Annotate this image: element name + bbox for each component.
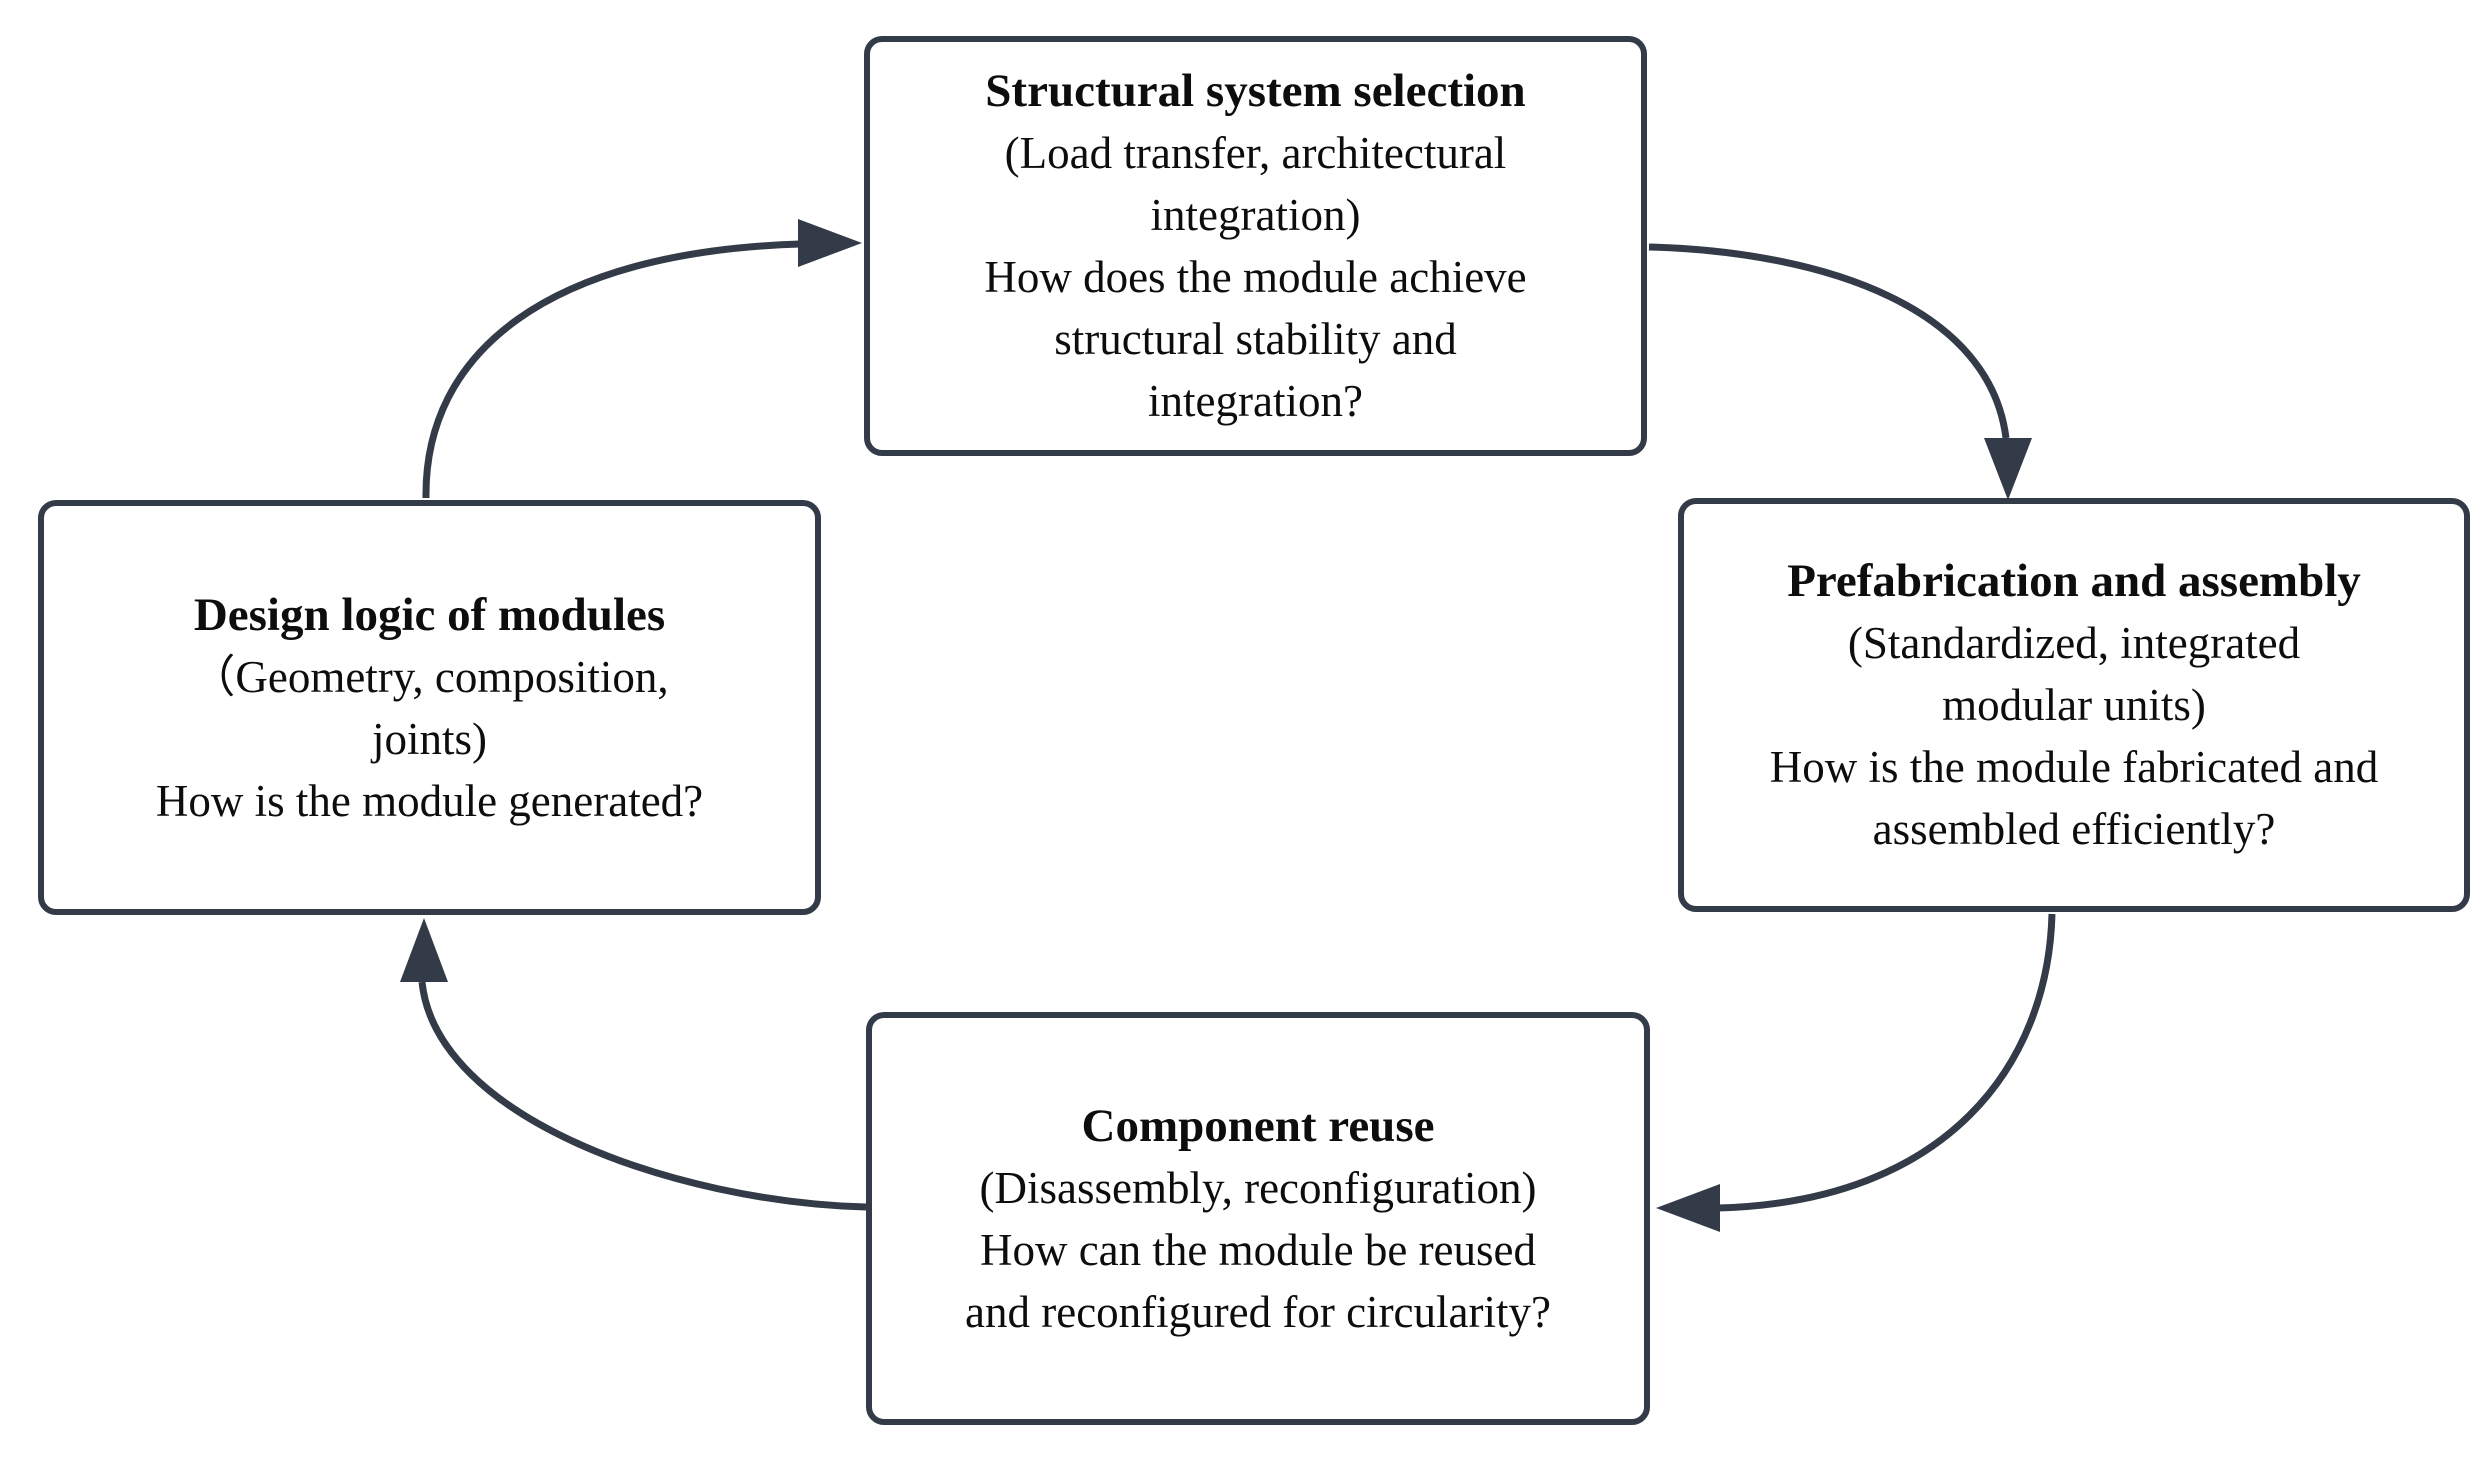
arrowhead-left-icon	[1656, 1184, 1720, 1232]
node-prefabrication-and-assembly: Prefabrication and assembly (Standardize…	[1678, 498, 2470, 912]
node-component-reuse: Component reuse (Disassembly, reconfigur…	[866, 1012, 1650, 1425]
arrowhead-up-icon	[400, 918, 448, 982]
node-title: Structural system selection	[985, 65, 1526, 117]
arrow-curve	[1648, 243, 2010, 439]
node-title: Component reuse	[1081, 1099, 1435, 1152]
arrow-curve	[422, 240, 801, 499]
node-title: Prefabrication and assembly	[1787, 555, 2361, 607]
node-title: Design logic of modules	[193, 588, 666, 641]
arrow-component-reuse-to-design-logic	[400, 918, 867, 1211]
node-subtitle: (Disassembly, reconfiguration)	[979, 1162, 1537, 1213]
node-structural-system-selection: Structural system selection (Load transf…	[864, 36, 1647, 456]
node-question: How does the module achieve structural s…	[984, 252, 1527, 426]
node-subtitle: (Standardized, integrated modular units)	[1847, 618, 2301, 730]
arrow-prefabrication-to-component-reuse	[1656, 913, 2056, 1232]
node-design-logic-of-modules: Design logic of modules （Geometry, compo…	[38, 500, 821, 915]
arrow-design-logic-to-structural-selection	[422, 219, 862, 499]
node-question: How is the module fabricated and assembl…	[1769, 742, 2379, 854]
node-question: How is the module generated?	[155, 775, 704, 826]
arrow-curve	[1717, 913, 2056, 1212]
arrow-curve	[418, 981, 867, 1211]
arrowhead-down-icon	[1984, 438, 2032, 500]
node-subtitle: (Load transfer, architectural integratio…	[1004, 128, 1507, 240]
node-question: How can the module be reused and reconfi…	[965, 1224, 1551, 1337]
node-subtitle: （Geometry, composition, joints)	[190, 651, 669, 764]
arrow-structural-selection-to-prefabrication	[1648, 243, 2032, 500]
arrowhead-right-icon	[798, 219, 862, 267]
